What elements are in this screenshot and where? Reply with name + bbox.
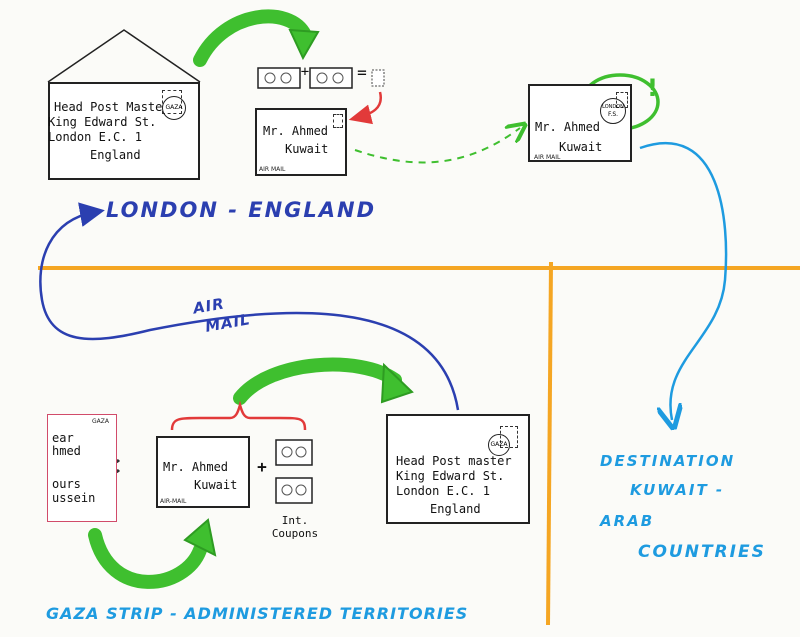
envelope-london-top: Head Post Master King Edward St. London … (48, 82, 200, 180)
postmark-london: LONDON F.S. (600, 98, 626, 124)
address-line-2: King Edward St. (396, 469, 505, 483)
label-gaza-strip: GAZA STRIP - ADMINISTERED TERRITORIES (46, 604, 469, 623)
green-dashed-arrow (354, 128, 520, 164)
airmail-mark: AIR-MAIL (160, 498, 187, 505)
green-arrow-mid (233, 357, 402, 405)
postmark-line-1: LONDON (602, 104, 624, 110)
blue-airmail-arrow (39, 202, 460, 411)
recipient-name: Mr. Ahmed (535, 120, 601, 134)
address-line-1: Head Post Master (54, 100, 170, 114)
coupon-box-4 (275, 477, 313, 504)
address-line-2: King Edward St. (48, 115, 157, 129)
coupon-circle-2b (332, 72, 344, 84)
coupon-circle-4a (281, 484, 293, 496)
address-line-3: London E.C. 1 (48, 130, 142, 144)
coupon-circle-1b (280, 72, 292, 84)
letter-sheet: GAZA ear hmed ours ussein (47, 414, 117, 522)
green-arrow-top (193, 9, 312, 67)
address-line-4: England (430, 502, 481, 516)
letter-stamp: GAZA (92, 418, 109, 425)
envelope-ahmed-right: Mr. Ahmed Kuwait AIR MAIL LONDON F.S. (528, 84, 632, 162)
destination-line-1: DESTINATION (600, 452, 736, 470)
coupons-label-line-1: Int. (281, 514, 309, 527)
postmark-line-2: F.S. (607, 111, 619, 118)
coupon-circle-3b (295, 446, 307, 458)
airmail-mark: AIR MAIL (534, 154, 561, 161)
red-arrow (348, 91, 383, 125)
letter-line-1: ear (52, 431, 74, 445)
recipient-name: Mr. Ahmed (163, 460, 229, 474)
red-brace (170, 400, 307, 431)
green-arrow-bottom-head (183, 518, 217, 557)
recipient-name: Mr. Ahmed (263, 124, 329, 138)
stamp-icon (333, 114, 343, 128)
coupon-box-1 (257, 67, 301, 89)
stamp-result (371, 69, 385, 87)
letter-line-4: ussein (52, 491, 96, 505)
divider-vertical (546, 261, 553, 626)
label-london-england: LONDON - ENGLAND (106, 198, 377, 222)
equation-plus: + (300, 64, 310, 80)
letter-line-3: ours (52, 477, 81, 491)
postmark-gaza: GAZA (488, 434, 510, 456)
recipient-city: Kuwait (559, 140, 603, 154)
envelope-london-bottom: GAZA Head Post master King Edward St. Lo… (386, 414, 530, 524)
lightblue-arrow (639, 141, 728, 420)
destination-line-4: COUNTRIES (638, 542, 766, 562)
coupon-box-2 (309, 67, 353, 89)
recipient-city: Kuwait (194, 478, 238, 492)
letter-line-2: hmed (52, 444, 81, 458)
equation-equals: = (357, 63, 367, 82)
green-arrow-mid-head (380, 362, 414, 404)
green-arrow-top-head (288, 28, 320, 61)
plus-sign: + (257, 457, 267, 476)
envelope-ahmed-bottom: Mr. Ahmed Kuwait AIR-MAIL (156, 436, 250, 508)
coupon-box-3 (275, 439, 313, 466)
coupon-circle-4b (295, 484, 307, 496)
coupon-circle-2a (316, 72, 328, 84)
envelope-flap (47, 29, 201, 83)
coupon-circle-1a (264, 72, 276, 84)
envelope-ahmed-top: Mr. Ahmed Kuwait AIR MAIL (255, 108, 347, 176)
address-line-4: England (90, 148, 141, 162)
coupons-label-line-2: Coupons (271, 527, 319, 540)
exclamation-mark: ! (647, 74, 660, 102)
recipient-city: Kuwait (285, 142, 329, 156)
postmark-gaza: GAZA (162, 96, 186, 120)
green-arrow-bottom (88, 528, 207, 589)
airmail-mark: AIR MAIL (259, 166, 286, 173)
destination-line-3: ARAB (600, 512, 655, 530)
address-line-1: Head Post master (396, 454, 512, 468)
address-line-3: London E.C. 1 (396, 484, 490, 498)
destination-line-2: KUWAIT - (630, 481, 725, 499)
coupon-circle-3a (281, 446, 293, 458)
